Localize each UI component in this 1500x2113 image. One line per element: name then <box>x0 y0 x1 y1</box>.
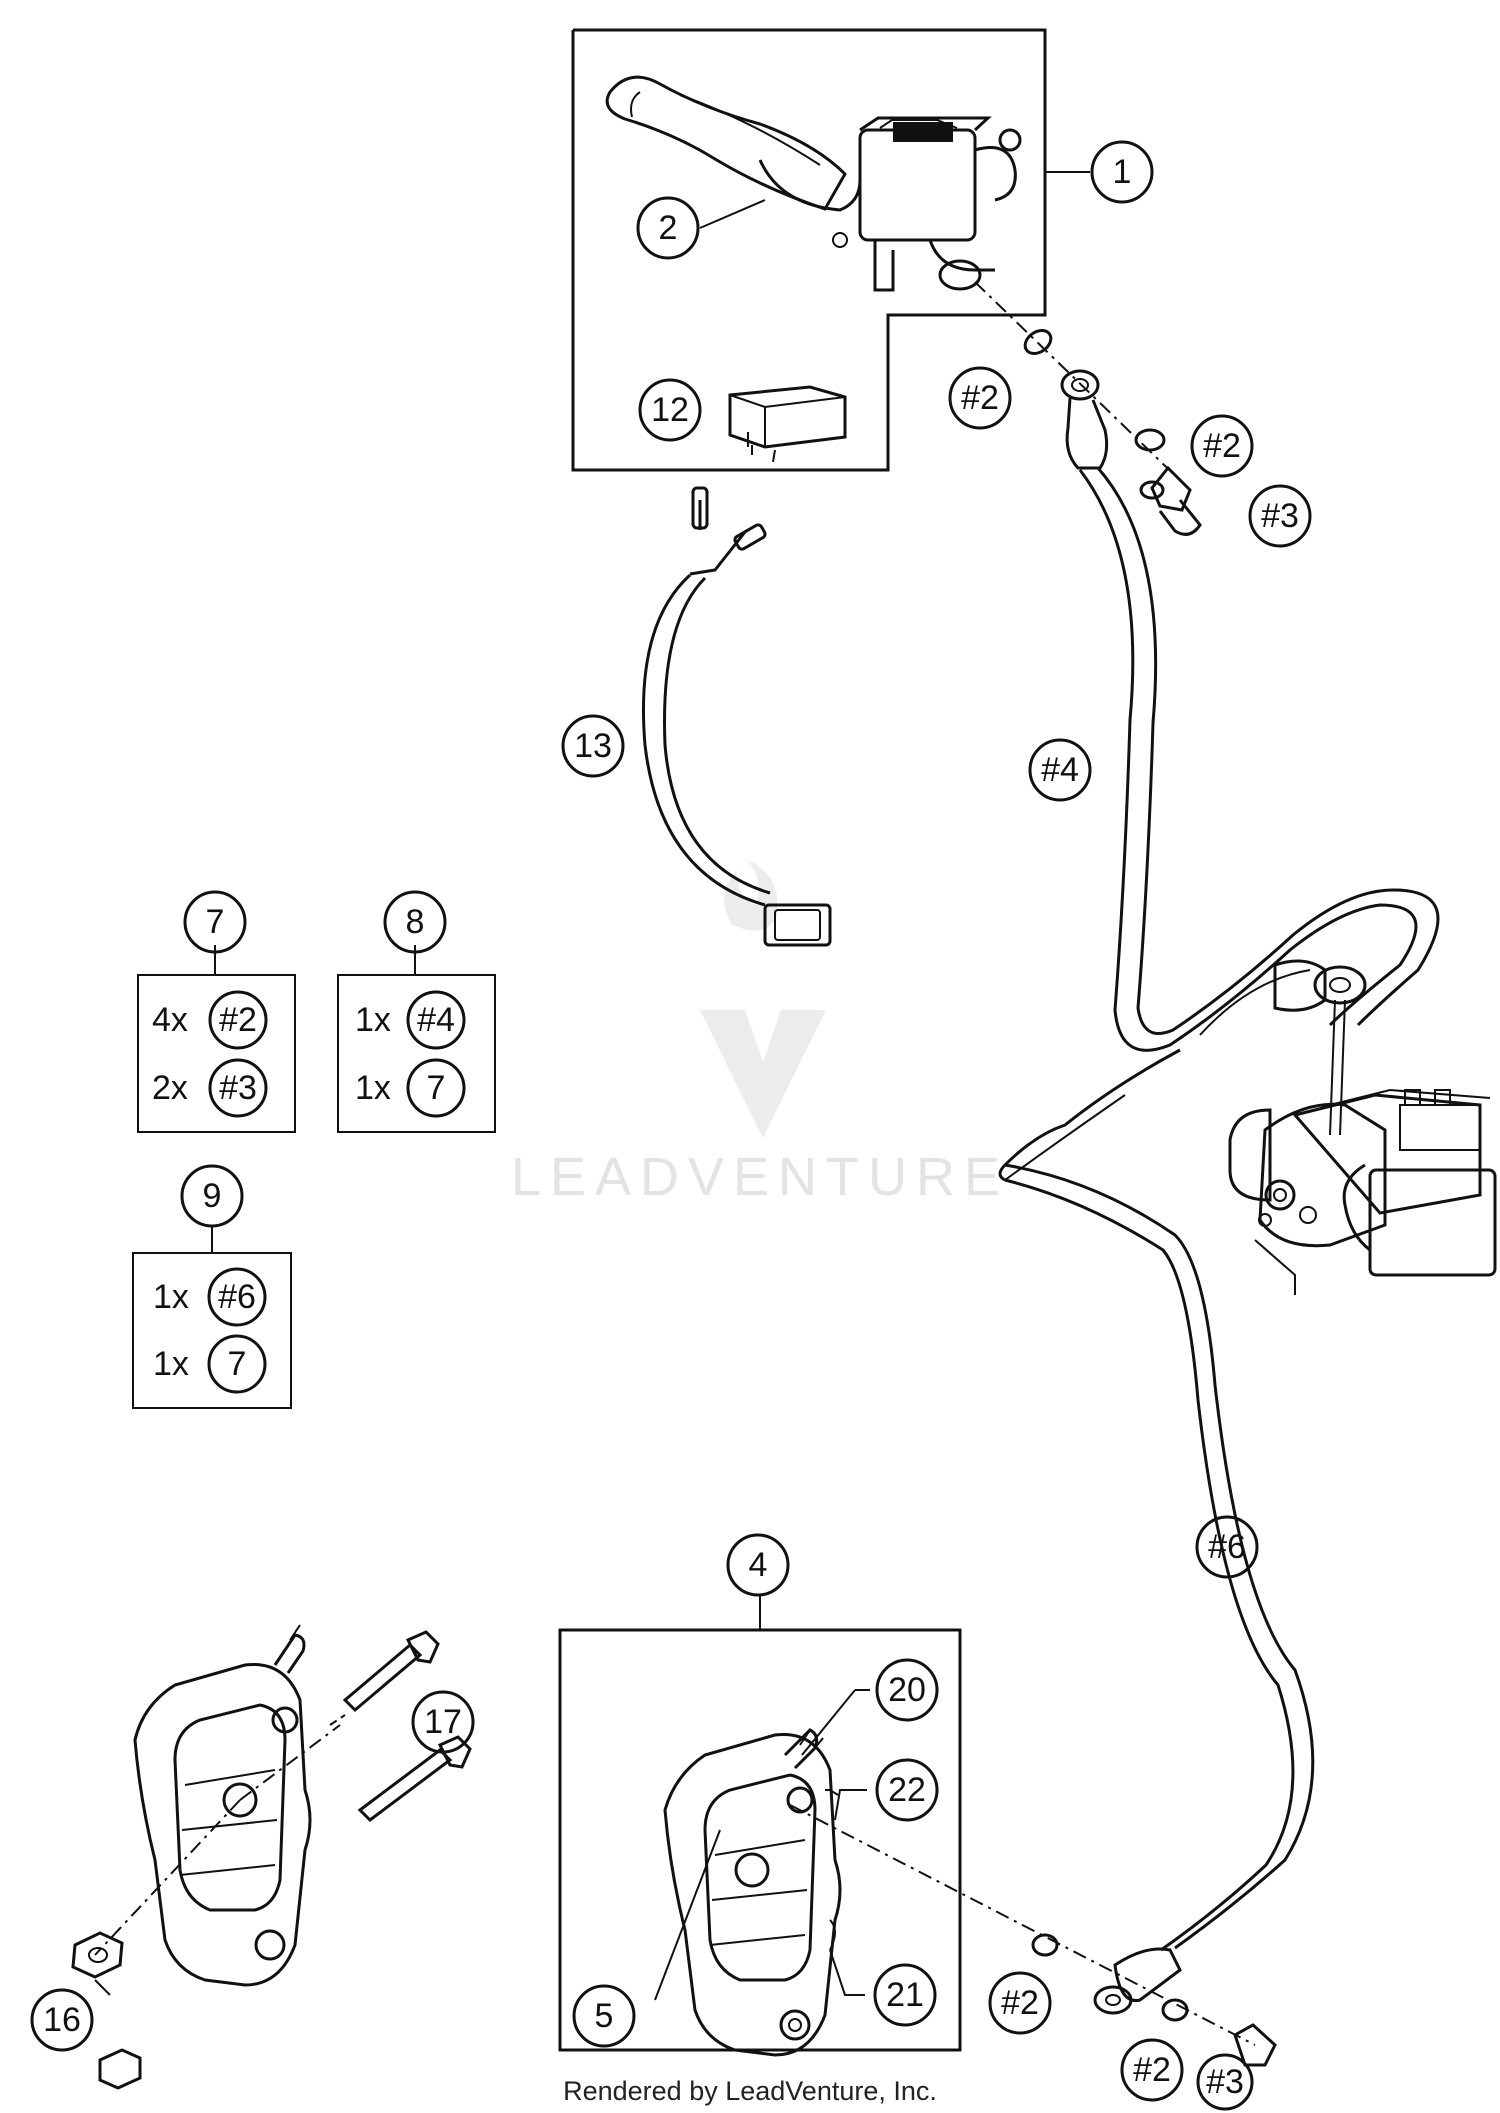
callout-8: 8 <box>406 903 425 941</box>
callout-circles <box>30 140 1312 2111</box>
kit-7-row-1-ref: #2 <box>219 1001 257 1039</box>
kit-7-row-2-qty: 2x <box>152 1069 188 1107</box>
callout-ref-3-lower: #3 <box>1206 2063 1244 2101</box>
callout-ref-3-upper: #3 <box>1261 497 1299 535</box>
sensor-cable <box>641 486 832 947</box>
kit-7-row-1-qty: 4x <box>152 1001 188 1039</box>
callout-20: 20 <box>888 1671 926 1709</box>
upper-banjo-bolt <box>1139 480 1165 500</box>
callout-21: 21 <box>886 1976 924 2014</box>
brake-line-lower <box>998 1048 1315 2015</box>
kit-7-row-2-ref: #3 <box>219 1069 257 1107</box>
callout-1: 1 <box>1113 153 1132 191</box>
kit-9-row-2-qty: 1x <box>153 1345 189 1383</box>
brake-line-upper <box>1078 467 1440 1136</box>
kit-9-row-1-ref: #6 <box>218 1278 256 1316</box>
watermark-text: LEADVENTURE <box>511 1147 1009 1207</box>
callout-9: 9 <box>203 1177 222 1215</box>
kit-8-row-2-ref: 7 <box>427 1069 446 1107</box>
callout-4: 4 <box>749 1546 768 1584</box>
callout-ref-2-bolt: #2 <box>1203 427 1241 465</box>
master-cylinder-box <box>571 28 1090 472</box>
kit-8-row-2-qty: 1x <box>355 1069 391 1107</box>
kit-box-9 <box>132 1225 292 1409</box>
callout-5: 5 <box>595 1997 614 2035</box>
callout-2: 2 <box>659 209 678 247</box>
kit-9-row-2-ref: 7 <box>228 1345 247 1383</box>
kit-box-8 <box>337 945 496 1133</box>
callout-ref-2-lower: #2 <box>1001 1984 1039 2022</box>
callout-16: 16 <box>43 2001 81 2039</box>
abs-unit <box>1228 1088 1497 1295</box>
leadventure-watermark: LEADVENTURE <box>511 860 1009 1207</box>
kit-8-row-1-ref: #4 <box>417 1001 455 1039</box>
upper-banjo-fitting <box>974 281 1202 536</box>
callout-12: 12 <box>651 391 689 429</box>
callout-ref-2-lower-bolt: #2 <box>1133 2051 1171 2089</box>
kit-box-7 <box>137 945 296 1133</box>
callout-ref-2-upper: #2 <box>961 379 999 417</box>
callout-17: 17 <box>424 1703 462 1741</box>
kit-9-row-1-qty: 1x <box>153 1278 189 1316</box>
callout-ref-6: #6 <box>1208 1528 1246 1566</box>
callout-ref-4: #4 <box>1041 751 1079 789</box>
caliper-kit-box <box>558 1595 1277 2067</box>
callout-13: 13 <box>574 727 612 765</box>
callout-7: 7 <box>206 903 225 941</box>
kit-8-row-1-qty: 1x <box>355 1001 391 1039</box>
rendered-by-footer: Rendered by LeadVenture, Inc. <box>563 2076 937 2106</box>
callout-22: 22 <box>888 1771 926 1809</box>
left-caliper <box>71 1624 472 2090</box>
